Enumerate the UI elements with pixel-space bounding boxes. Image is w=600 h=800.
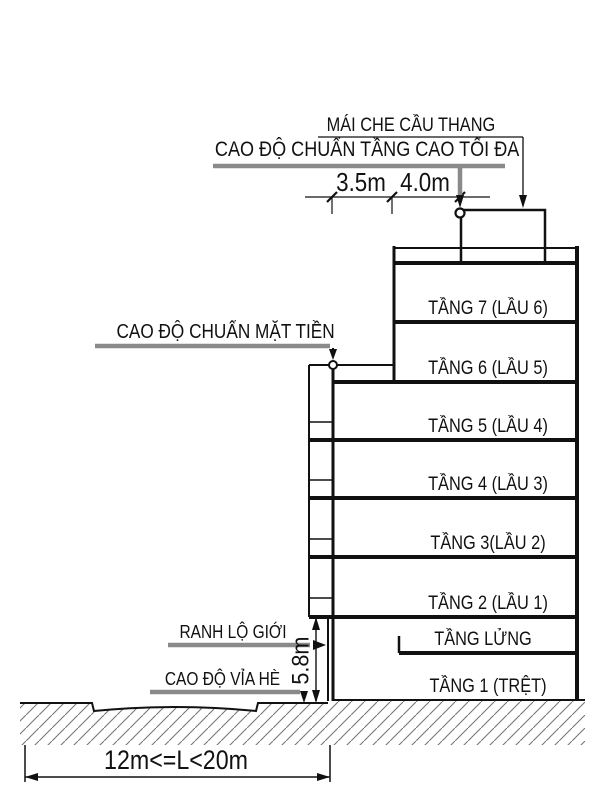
floor-label-mezzanine: TẦNG LỬNG [434,629,532,650]
stair-roof-label: MÁI CHE CẦU THANG [326,115,496,136]
facade-datum-leader [95,343,338,370]
road-boundary-label: RANH LỘ GIỚI [179,622,287,642]
sidewalk-datum-leader [150,689,308,703]
facade-datum-label: CAO ĐỘ CHUẨN MẶT TIỀN [116,321,335,343]
front-height-dimension-label: 5.8m [287,636,315,685]
setback-dimension-1: 3.5m [336,167,386,197]
floor-label-5: TẦNG 5 (LẦU 4) [428,416,548,437]
stair-roof-leader [318,136,527,208]
ground-hatch [20,699,585,745]
front-height-dimension [312,617,320,703]
lot-width-dimension-label: 12m<=L<20m [104,745,248,775]
datum-marker-circle [454,207,466,219]
floor-label-3: TẦNG 3(LẦU 2) [430,533,546,554]
datum-marker-circle [328,360,338,370]
lot-width-dimension [24,745,331,782]
sidewalk-datum-label: CAO ĐỘ VỈA HÈ [164,669,281,689]
floor-label-7: TẦNG 7 (LẦU 6) [428,298,548,319]
setback-dimension-2: 4.0m [400,167,450,197]
floor-label-6: TẦNG 6 (LẦU 5) [428,358,548,379]
floor-label-4: TẦNG 4 (LẦU 3) [428,474,548,495]
max-height-datum-label: CAO ĐỘ CHUẨN TẦNG CAO TỐI ĐA [214,138,520,161]
floor-label-1: TẦNG 1 (TRỆT) [429,676,547,697]
floor-label-2: TẦNG 2 (LẦU 1) [428,593,548,614]
max-height-datum-leader [213,163,505,219]
building-outline [308,208,579,701]
